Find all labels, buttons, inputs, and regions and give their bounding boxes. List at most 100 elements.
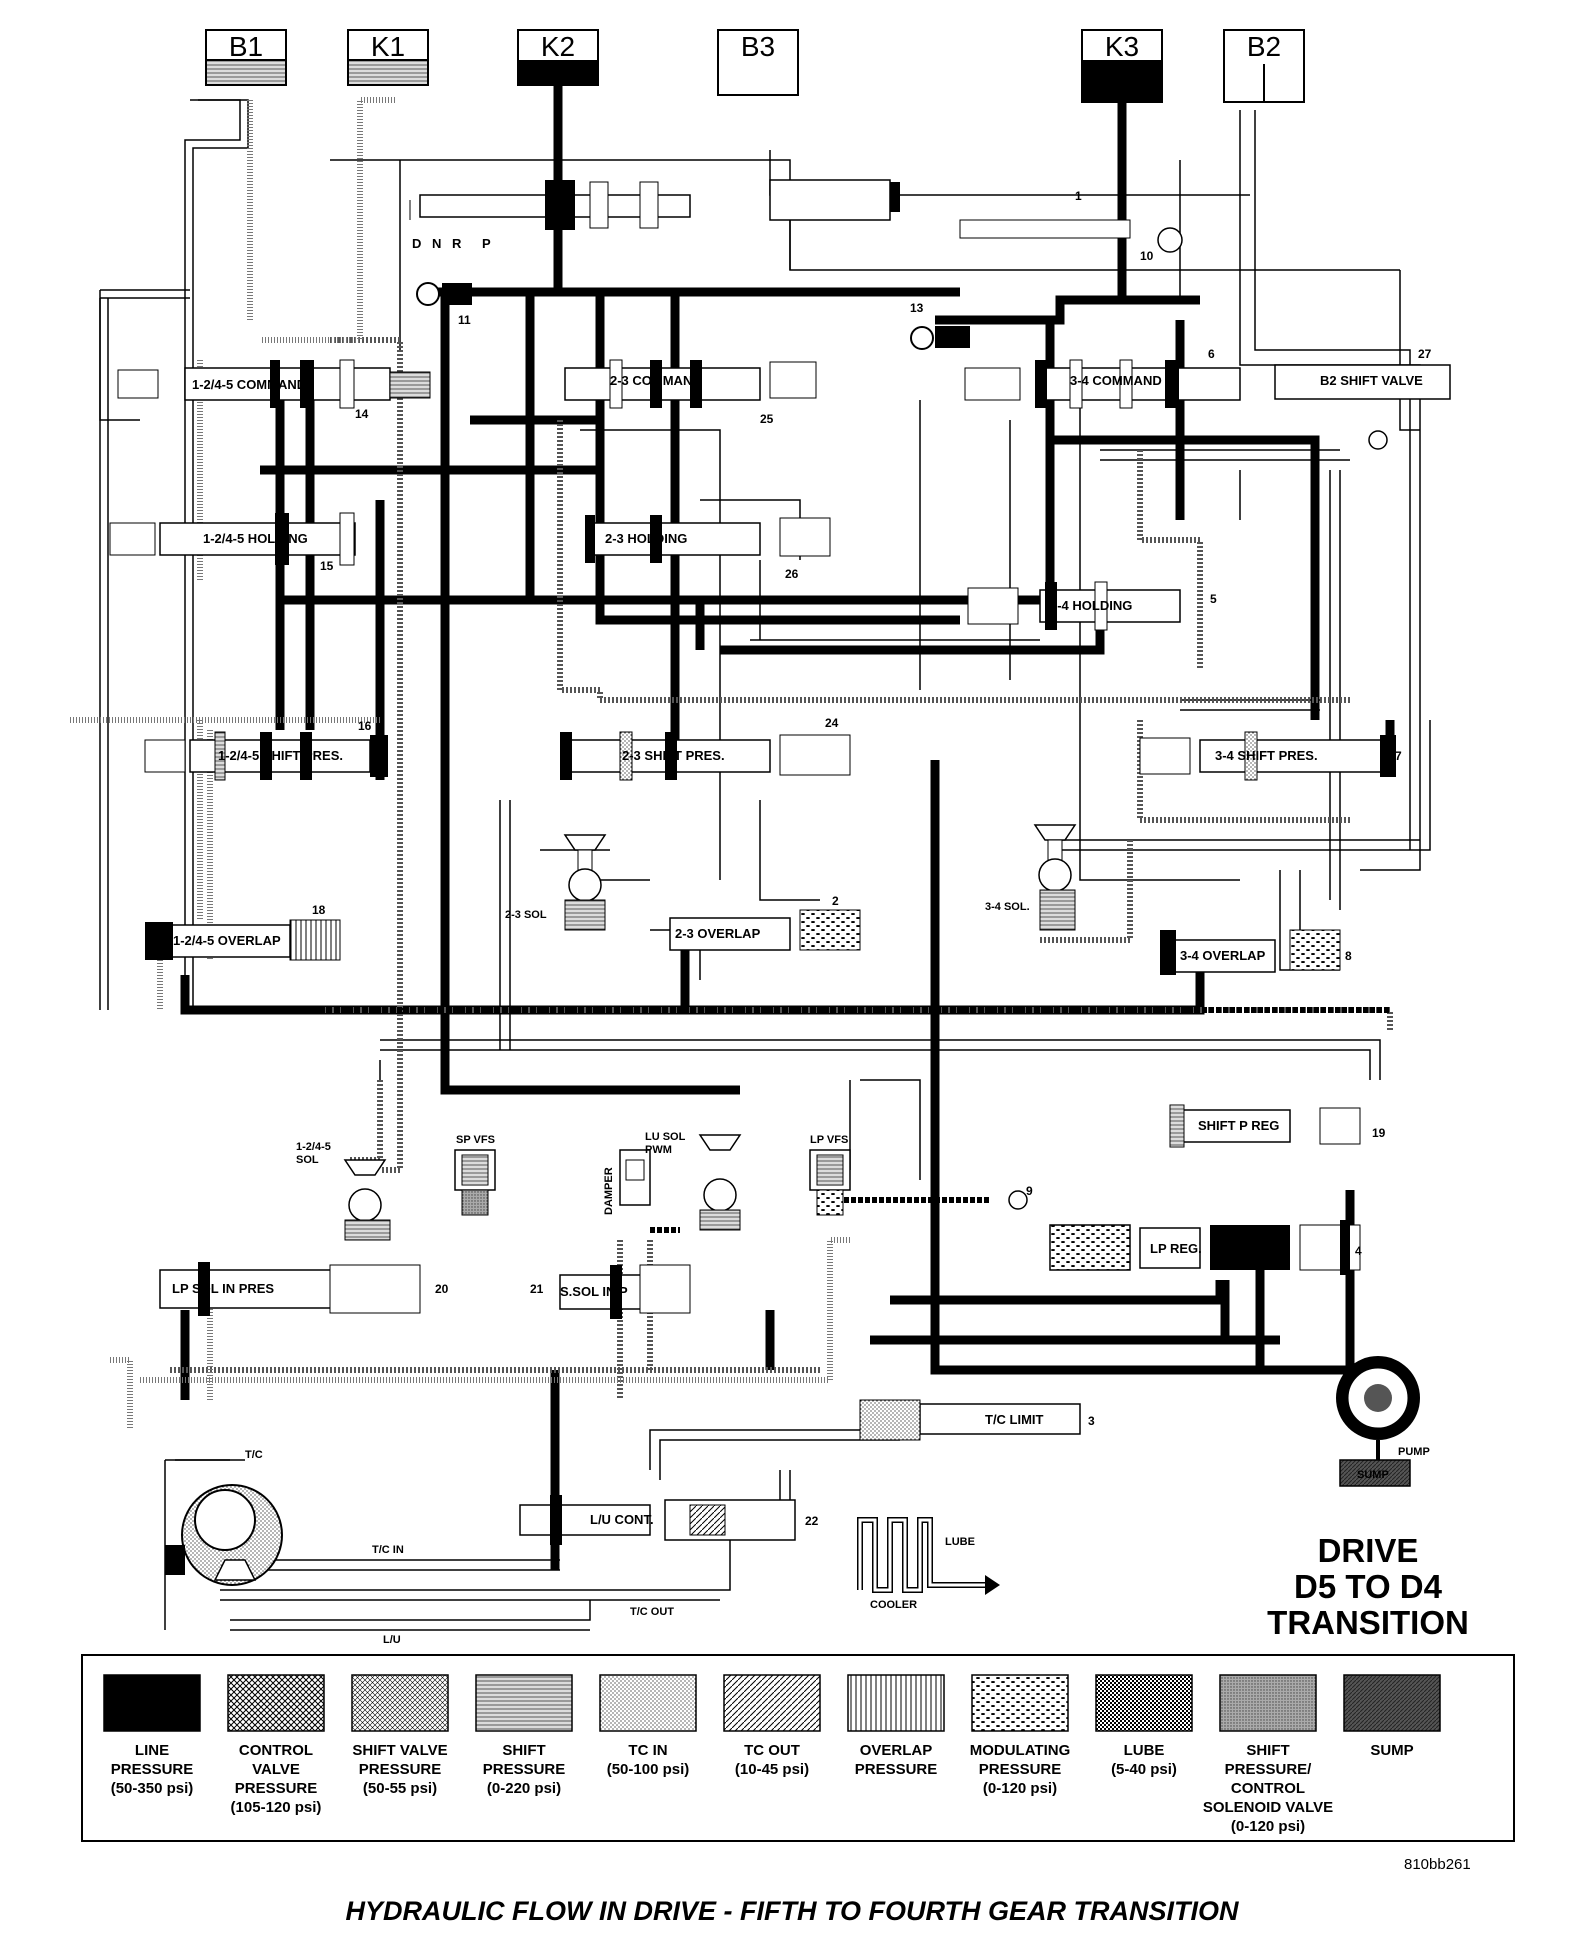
solenoids	[343, 824, 1077, 1241]
legend-text-tcout-1: (10-45 psi)	[735, 1761, 809, 1778]
sump-box	[1339, 1459, 1411, 1487]
clutch-b3-box	[717, 29, 799, 96]
label-34-holding: 3-4 HOLDING	[1050, 598, 1132, 613]
control-valve-passages	[99, 99, 1431, 1180]
legend-text-lube-0: LUBE	[1124, 1742, 1165, 1759]
number-19: 19	[1372, 1126, 1386, 1140]
legend-text-tcout-0: TC OUT	[744, 1742, 800, 1759]
check-ball-10	[1157, 227, 1183, 253]
number-7: 7	[1395, 749, 1402, 763]
label-sol-34: 3-4 SOL.	[985, 901, 1030, 913]
check-ball-9	[1008, 1190, 1028, 1210]
clutch-b2-label: B2	[1247, 31, 1281, 62]
title-line1: DRIVE	[1318, 1532, 1419, 1569]
number-15: 15	[320, 559, 334, 573]
label-shift-p-reg: SHIFT P REG	[1198, 1118, 1279, 1133]
legend-swatch-sump	[1343, 1674, 1441, 1732]
legend-text-control-3: (105-120 psi)	[231, 1799, 322, 1816]
legend-swatch-tcin	[599, 1674, 697, 1732]
label-tc-out: T/C OUT	[630, 1606, 674, 1618]
legend-swatch-line	[103, 1674, 201, 1732]
label-23-shiftpres: 2-3 SHIFT PRES.	[622, 748, 725, 763]
label-tc: T/C	[245, 1449, 263, 1461]
legend-text-shiftvalve-1: PRESSURE	[359, 1761, 442, 1778]
legend-swatch-shiftsol	[1219, 1674, 1317, 1732]
legend-swatch-modulating	[971, 1674, 1069, 1732]
label-23-command: 2-3 COMMAND	[610, 373, 702, 388]
label-34-command: 3-4 COMMAND	[1070, 373, 1162, 388]
number-26: 26	[785, 567, 799, 581]
valve-b2-shift	[1274, 364, 1451, 400]
label-b2-shift: B2 SHIFT VALVE	[1320, 373, 1423, 388]
legend-text-shiftsol-1: PRESSURE/	[1225, 1761, 1313, 1778]
legend-text-modulating-1: PRESSURE	[979, 1761, 1062, 1778]
label-gear-d: D	[412, 236, 421, 251]
legend-text-tcin-1: (50-100 psi)	[607, 1761, 690, 1778]
legend-text-tcin-0: TC IN	[628, 1742, 667, 1759]
label-sol-1245-a: 1-2/4-5	[296, 1141, 331, 1153]
transition-title: DRIVE D5 TO D4 TRANSITION	[1267, 1532, 1469, 1641]
legend-swatch-control	[227, 1674, 325, 1732]
legend-text-shiftvalve-0: SHIFT VALVE	[352, 1742, 447, 1759]
label-gear-p: P	[482, 236, 491, 251]
solenoid-1245	[343, 1159, 391, 1241]
label-lp-sol-in-pres: LP SOL IN PRES	[172, 1281, 274, 1296]
check-ball-13	[910, 326, 934, 350]
label-sump: SUMP	[1357, 1469, 1389, 1481]
number-25: 25	[760, 412, 774, 426]
cooler	[857, 1517, 1000, 1595]
number-13: 13	[910, 301, 924, 315]
label-34-overlap: 3-4 OVERLAP	[1180, 948, 1266, 963]
legend-text-shiftvalve-2: (50-55 psi)	[363, 1780, 437, 1797]
label-23-holding: 2-3 HOLDING	[605, 531, 687, 546]
reference-numbers: 1 2 3 4 5 6 7 8 9 10 11 13 14 15 16 18 1…	[312, 189, 1432, 1528]
label-gear-r: R	[452, 236, 462, 251]
label-damper: DAMPER	[603, 1167, 615, 1215]
legend-swatch-overlap	[847, 1674, 945, 1732]
clutch-k3-label: K3	[1105, 31, 1139, 62]
number-11: 11	[458, 313, 471, 327]
number-9: 9	[1026, 1184, 1033, 1198]
number-16: 16	[358, 719, 372, 733]
number-22: 22	[805, 1514, 819, 1528]
legend-swatch-lube	[1095, 1674, 1193, 1732]
valve-34-holding	[1039, 589, 1181, 623]
clutch-boxes: B1 K1 K2 B3 K3 B2	[205, 29, 1305, 103]
label-1245-shiftpres: 1-2/4-5 SHIFT PRES.	[218, 748, 343, 763]
number-10: 10	[1140, 249, 1154, 263]
number-3: 3	[1088, 1414, 1095, 1428]
number-21: 21	[530, 1282, 544, 1296]
label-34-shiftpres: 3-4 SHIFT PRES.	[1215, 748, 1318, 763]
number-18: 18	[312, 903, 326, 917]
legend-text-shiftsol-2: CONTROL	[1231, 1780, 1305, 1797]
valve-bodies	[109, 179, 1451, 1545]
label-sp-vfs: SP VFS	[456, 1134, 495, 1146]
shift-valve-passages	[170, 337, 1393, 1400]
legend-text-control-0: CONTROL	[239, 1742, 313, 1759]
valve-labels: 1-2/4-5 COMMAND 2-3 COMMAND 3-4 COMMAND …	[172, 373, 1423, 1527]
legend-text-shiftsol-4: (0-120 psi)	[1231, 1818, 1305, 1835]
legend-text-line-2: (50-350 psi)	[111, 1780, 194, 1797]
label-lu: L/U	[383, 1634, 401, 1646]
label-1245-overlap: 1-2/4-5 OVERLAP	[173, 933, 281, 948]
label-1245-command: 1-2/4-5 COMMAND	[192, 377, 306, 392]
valve-23-command	[564, 367, 761, 401]
hydraulic-lines	[70, 85, 1431, 1631]
label-tc-in: T/C IN	[372, 1544, 404, 1556]
number-1: 1	[1075, 189, 1082, 203]
label-lp-reg: LP REG.	[1150, 1241, 1202, 1256]
legend-swatch-tcout	[723, 1674, 821, 1732]
legend-text-lube-1: (5-40 psi)	[1111, 1761, 1177, 1778]
label-sol-1245-b: SOL	[296, 1154, 319, 1166]
clutch-k1-label: K1	[371, 31, 405, 62]
valve-1245-holding	[159, 522, 356, 556]
label-lp-vfs: LP VFS	[810, 1134, 848, 1146]
solenoid-sp-vfs	[454, 1149, 496, 1216]
label-lu-cont: L/U CONT.	[590, 1512, 654, 1527]
valve-lu-cont	[519, 1504, 651, 1536]
line-pressure-passages	[180, 85, 1395, 1570]
label-gear-n: N	[432, 236, 441, 251]
valve-lp-reg	[1139, 1227, 1201, 1269]
check-ball-right	[1368, 430, 1388, 450]
